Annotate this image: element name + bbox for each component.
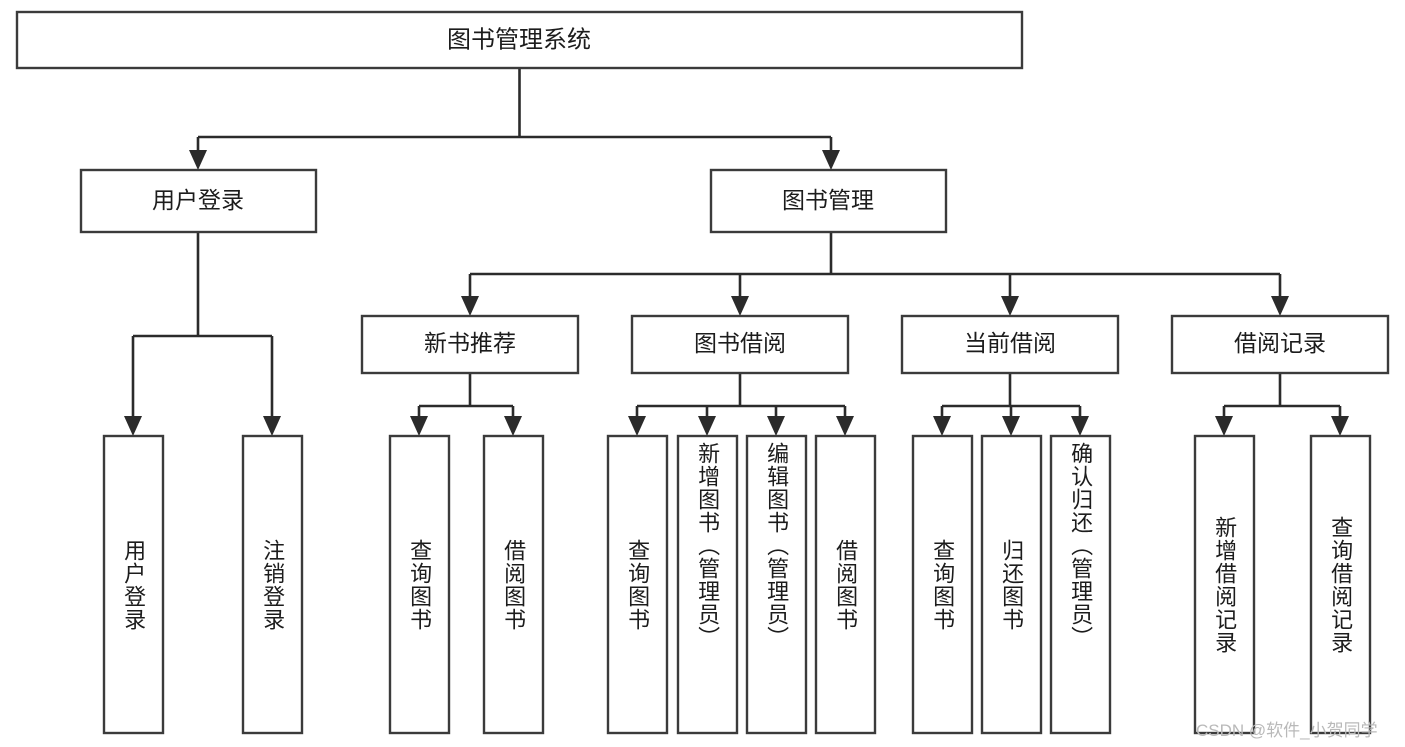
arrow-head-leaf-return-book <box>1002 416 1020 436</box>
node-book-mgmt-label: 图书管理 <box>782 187 874 213</box>
arrow-head-leaf-add-record <box>1215 416 1233 436</box>
node-box-group: 图书管理系统 用户登录 图书管理 新书推荐 图书借阅 当前借阅 借阅记录 <box>15 10 1390 735</box>
arrow-head-leaf-borrow-book-1 <box>504 416 522 436</box>
arrow-head-current-borrow <box>1001 296 1019 316</box>
leaf-box-borrow-book-2[interactable] <box>814 434 877 735</box>
node-borrow-record-label: 借阅记录 <box>1234 330 1326 356</box>
leaf-box-add-record[interactable] <box>1193 434 1256 735</box>
node-current-borrow-label: 当前借阅 <box>964 330 1056 356</box>
arrow-head-leaf-user-login <box>124 416 142 436</box>
leaf-box-logout[interactable] <box>241 434 304 735</box>
node-root-box[interactable] <box>15 10 1024 70</box>
node-new-book-recommend-box[interactable] <box>360 314 580 375</box>
leaf-box-edit-book[interactable] <box>745 434 808 735</box>
watermark-text: CSDN @软件_小贺同学 <box>1196 721 1378 740</box>
leaf-box-query-book-3[interactable] <box>911 434 974 735</box>
node-user-login-box[interactable] <box>79 168 318 234</box>
node-current-borrow-box[interactable] <box>900 314 1120 375</box>
arrow-head-leaf-query-record <box>1331 416 1349 436</box>
node-book-mgmt-box[interactable] <box>709 168 948 234</box>
leaf-box-query-record[interactable] <box>1309 434 1372 735</box>
arrow-head-borrow-record <box>1271 296 1289 316</box>
arrow-head-leaf-edit-book <box>767 416 785 436</box>
arrow-head-book-mgmt <box>822 150 840 170</box>
arrow-head-leaf-add-book <box>698 416 716 436</box>
leaf-box-return-book[interactable] <box>980 434 1043 735</box>
arrow-head-leaf-query-book-2 <box>628 416 646 436</box>
arrow-head-new-book <box>461 296 479 316</box>
leaf-box-add-book[interactable] <box>676 434 739 735</box>
arrow-head-leaf-logout <box>263 416 281 436</box>
arrow-head-leaf-query-book-1 <box>410 416 428 436</box>
node-root-label: 图书管理系统 <box>447 26 591 53</box>
node-new-book-recommend-label: 新书推荐 <box>424 330 516 356</box>
leaf-box-confirm-return[interactable] <box>1049 434 1112 735</box>
arrow-head-user-login <box>189 150 207 170</box>
node-book-borrow-label: 图书借阅 <box>694 330 786 356</box>
node-borrow-record-box[interactable] <box>1170 314 1390 375</box>
leaf-box-borrow-book-1[interactable] <box>482 434 545 735</box>
leaf-box-query-book-1[interactable] <box>388 434 451 735</box>
node-user-login-label: 用户登录 <box>152 187 244 213</box>
arrow-head-leaf-confirm-return <box>1071 416 1089 436</box>
node-book-borrow-box[interactable] <box>630 314 850 375</box>
leaf-box-query-book-2[interactable] <box>606 434 669 735</box>
leaf-box-user-login[interactable] <box>102 434 165 735</box>
arrow-head-book-borrow <box>731 296 749 316</box>
connector-group <box>124 68 1349 436</box>
arrow-head-leaf-borrow-book-2 <box>836 416 854 436</box>
arrow-head-leaf-query-book-3 <box>933 416 951 436</box>
